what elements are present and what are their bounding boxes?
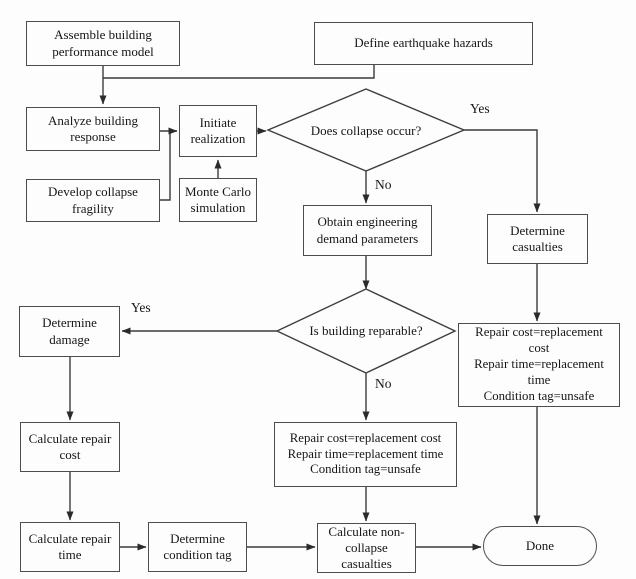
edge-define-to-junction	[103, 65, 375, 79]
reparable-decision-diamond	[275, 288, 457, 374]
edge-label-reparable-no: No	[375, 376, 392, 391]
edge-label-collapse-yes: Yes	[470, 101, 490, 116]
node-define-earthquake-hazards: Define earthquake hazards	[314, 22, 533, 65]
node-assemble-building-performance-model: Assemble building performance model	[26, 21, 180, 66]
decision-does-collapse-occur: Does collapse occur?	[310, 122, 422, 138]
node-calculate-repair-time: Calculate repair time	[20, 522, 120, 572]
decision-is-building-reparable: Is building reparable?	[309, 323, 423, 338]
edge-collapse-yes-to-casualties	[464, 129, 541, 213]
edges	[66, 65, 541, 551]
edge-label-reparable-yes: Yes	[131, 300, 151, 315]
node-develop-collapse-fragility: Develop collapse fragility	[26, 179, 160, 222]
edge-label-collapse-no: No	[375, 177, 392, 192]
node-initiate-realization: Initiate realization	[179, 105, 257, 157]
node-determine-condition-tag: Determine condition tag	[148, 522, 247, 572]
node-determine-casualties: Determine casualties	[487, 214, 588, 264]
node-analyze-building-response: Analyze building response	[26, 107, 160, 151]
node-calculate-non-collapse-casualties: Calculate non- collapse casualties	[317, 523, 416, 573]
node-replacement-values-collapse-branch: Repair cost=replacement cost Repair time…	[458, 323, 620, 407]
node-calculate-repair-cost: Calculate repair cost	[20, 422, 120, 472]
node-done-terminator: Done	[483, 526, 597, 566]
node-replacement-values-irreparable-branch: Repair cost=replacement cost Repair time…	[274, 422, 457, 487]
node-obtain-engineering-demand-parameters: Obtain engineering demand parameters	[303, 205, 432, 256]
edge-develop-to-junction	[160, 131, 171, 201]
node-monte-carlo-simulation: Monte Carlo simulation	[179, 178, 257, 222]
node-determine-damage: Determine damage	[19, 306, 120, 357]
collapse-decision-diamond	[266, 88, 466, 172]
